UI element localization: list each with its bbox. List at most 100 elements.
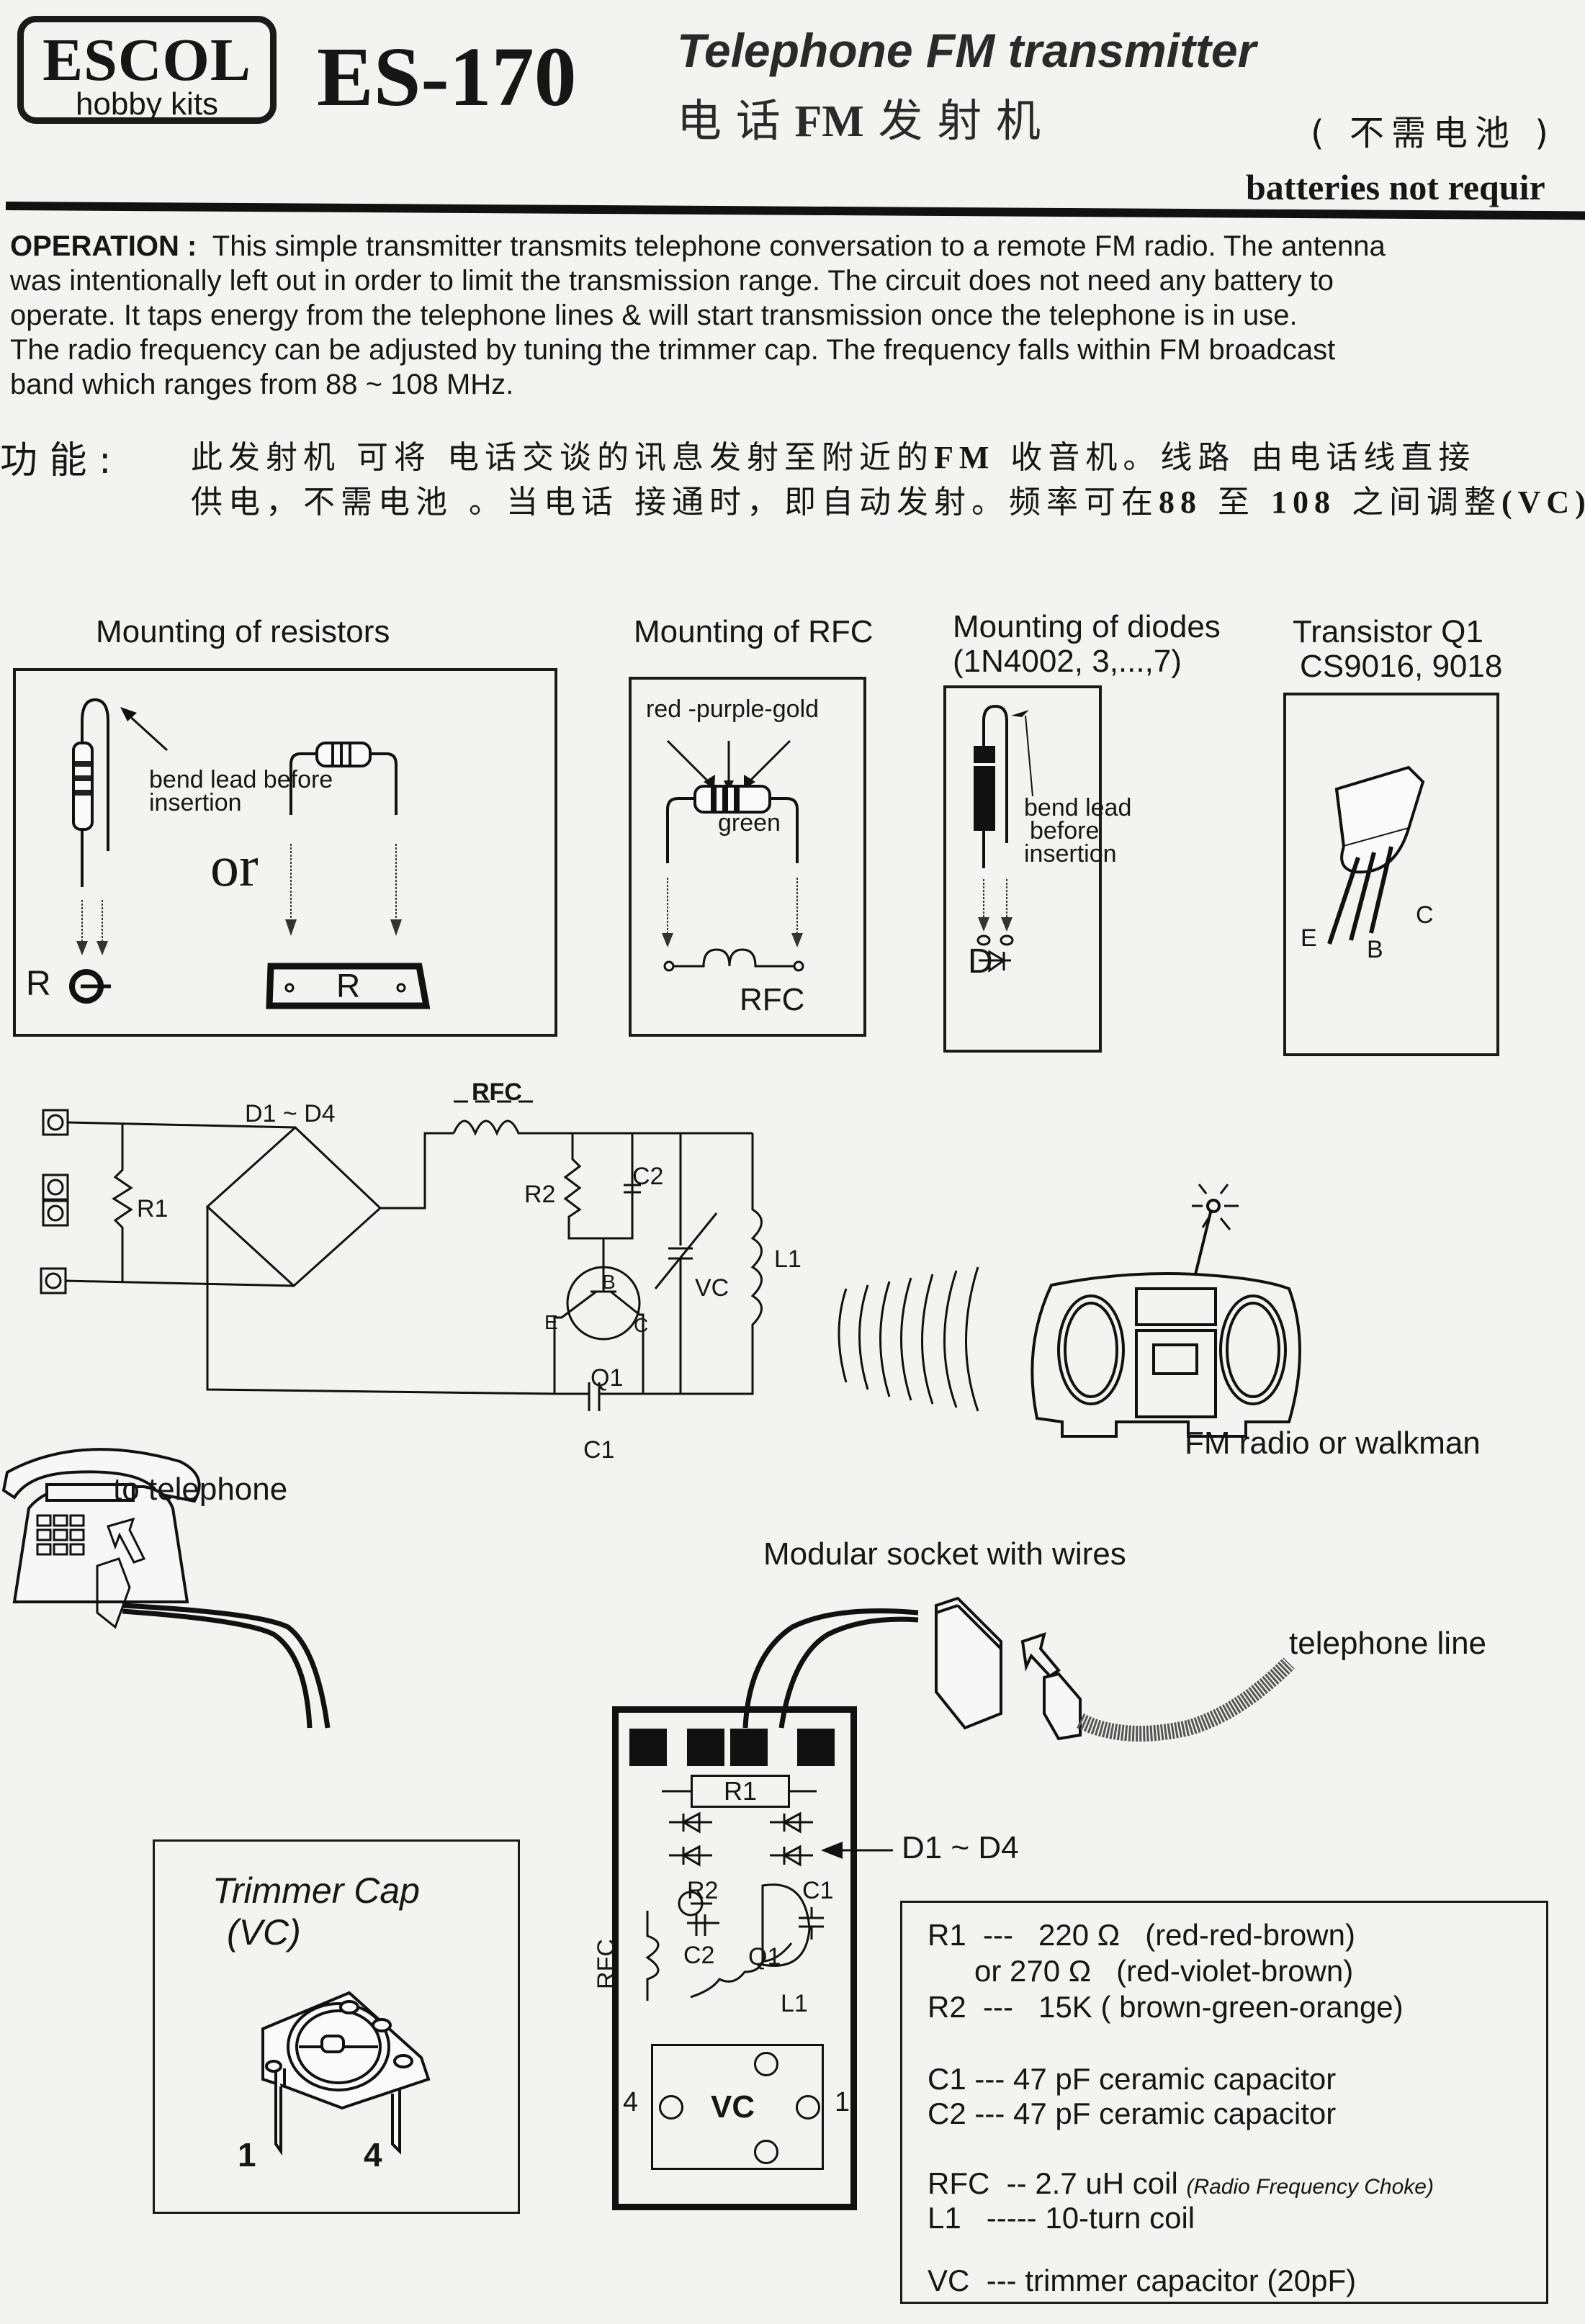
arrow-left-icon: [821, 1842, 893, 1859]
part-sep: ---: [983, 1990, 1014, 2024]
pcb-hole: [754, 2140, 778, 2164]
part-desc: capacitor (20pF): [1136, 2264, 1357, 2297]
c2-capacitor: [624, 1184, 641, 1194]
bend-note-line: insertion: [1024, 840, 1117, 868]
transistor-drawing: [1327, 765, 1425, 945]
boombox-icon: [1031, 1199, 1301, 1438]
text: 此发射机 可将 电话交谈的讯息发射至附近的: [191, 439, 934, 476]
rfc-body: [693, 785, 771, 814]
telephone-line-label: telephone line: [1289, 1626, 1487, 1661]
parts-row: C2 --- 47 pF ceramic capacitor: [928, 2096, 1336, 2132]
rfc-heading: Mounting of RFC: [634, 614, 874, 649]
q1-transistor: [566, 1266, 641, 1341]
part-desc: ceramic capacitor: [1099, 2096, 1337, 2130]
part-value: 47 pF: [1013, 2062, 1091, 2096]
text: 之间调整: [1335, 484, 1501, 521]
operation-description: OPERATION : This simple transmitter tran…: [10, 229, 1585, 402]
part-value: or 270 Ω: [974, 1954, 1092, 1988]
trimmer-cap-subtitle: (VC): [227, 1912, 301, 1953]
modular-socket-label: Modular socket with wires: [763, 1536, 1126, 1572]
pcb-vc: VC: [711, 2089, 755, 2125]
fm-radio-illustration: [838, 1184, 1301, 1438]
operation-line: operate. It taps energy from the telepho…: [10, 299, 1298, 331]
parts-row: VC --- trimmer capacitor (20pF): [928, 2263, 1356, 2299]
schematic-c2: C2: [632, 1163, 664, 1190]
text-fm: FM: [933, 440, 995, 475]
diodes-subheading: (1N4002, 3,...,7): [953, 644, 1182, 679]
schematic-r2: R2: [524, 1181, 556, 1208]
bend-lead-note-2: insertion: [149, 789, 242, 816]
rfc-label: RFC: [740, 982, 805, 1017]
pcb-c2: C2: [683, 1942, 715, 1969]
part-value: trimmer: [1025, 2264, 1128, 2297]
part-desc: coil: [1132, 2166, 1178, 2200]
part-ref: RFC: [928, 2166, 990, 2200]
schematic-q1: Q1: [591, 1364, 624, 1392]
resistor-symbol-label: R: [26, 965, 51, 1003]
pcb-rfc: RFC: [592, 1939, 620, 1989]
pcb-rfc-coil: [645, 1911, 660, 2001]
part-ref: C2: [928, 2096, 966, 2130]
parts-row: RFC -- 2.7 uH coil (Radio Frequency Chok…: [928, 2166, 1434, 2205]
schematic-l1: L1: [774, 1246, 802, 1273]
diodes-panel: bend lead before insertion D: [943, 685, 1131, 1053]
schematic-vc: VC: [695, 1274, 729, 1302]
diode-mounting-drawing: [974, 704, 1033, 973]
part-ref: R2: [928, 1990, 966, 2024]
page-title-chinese: 电 话 FM 发 射 机: [677, 92, 1041, 150]
no-battery-note-chinese: ( 不需电池 ): [1311, 113, 1555, 153]
function-description-chinese: 此发射机 可将 电话交谈的讯息发射至附近的FM 收音机。线路 由电话线直接 供电…: [191, 436, 1585, 525]
escol-logo: ESCOL hobby kits: [17, 16, 277, 124]
schematic-r1: R1: [137, 1195, 169, 1222]
text: 收音机。线路 由电话线直接: [994, 439, 1476, 476]
inductor-symbol: [673, 948, 794, 968]
part-desc: ( brown-green-orange): [1100, 1990, 1404, 2024]
diode-symbol: [979, 950, 1011, 973]
pcb-pad: [730, 1729, 768, 1766]
arrow-icon: [1020, 1631, 1061, 1678]
rfc-body-color: green: [718, 809, 781, 837]
schematic-rfc: RFC: [472, 1078, 522, 1106]
schematic-base: B: [602, 1271, 616, 1293]
part-desc: coil: [1149, 2201, 1195, 2235]
wiring-illustration: [122, 1596, 1295, 1742]
telephone-cable: [1077, 1657, 1295, 1742]
pcb-pad: [687, 1729, 724, 1766]
resistors-heading: Mounting of resistors: [96, 614, 390, 649]
resistor-mounting-drawing: [69, 698, 431, 1009]
pcb-hole: [659, 2095, 683, 2120]
part-note: (Radio Frequency Choke): [1186, 2175, 1434, 2199]
text-vc: (VC).: [1501, 485, 1585, 520]
pcb-vc-footprint: VC: [651, 2044, 824, 2170]
terminal: [42, 1199, 69, 1227]
rfc-band-colors: red -purple-gold: [646, 695, 820, 723]
pin-b: B: [1367, 936, 1383, 963]
text: 供电，不需电池 。当电话 接通时，即自动发射。频率可在: [191, 484, 1159, 521]
rfc-coil: [452, 1120, 569, 1136]
parts-row: L1 ----- 10-turn coil: [928, 2200, 1195, 2236]
title-cn-prefix: 电 话: [677, 94, 781, 147]
part-value: 10-turn: [1045, 2201, 1141, 2235]
trimmer-pin-1: 1: [238, 2136, 256, 2174]
brand-name: ESCOL: [42, 27, 251, 94]
pcb-components: [645, 1790, 824, 2001]
part-ref: R1: [928, 1918, 966, 1952]
trimmer-cap-drawing: [261, 1991, 431, 2156]
diode-label: D: [968, 942, 993, 981]
pcb-pad: [797, 1729, 835, 1766]
part-value: 220 Ω: [1038, 1918, 1121, 1952]
no-battery-note: batteries not requir: [1246, 167, 1545, 207]
pcb-layout: R1 R2 C1 C2 Q1 L1 RFC VC 4 1: [593, 1706, 857, 2210]
part-ref: VC: [928, 2264, 970, 2297]
title-cn-fm: FM: [794, 97, 864, 146]
part-value: 47 pF: [1013, 2096, 1091, 2130]
resistors-panel: bend lead before insertion or R R: [13, 668, 557, 1037]
part-ref: L1: [928, 2201, 961, 2235]
part-desc: (red-violet-brown): [1116, 1954, 1354, 1988]
phone-plug-icon: [1043, 1672, 1082, 1741]
operation-text: This simple transmitter transmits teleph…: [212, 230, 1386, 262]
part-sep: ---: [986, 2264, 1017, 2297]
vc-trimmer: [668, 1133, 693, 1394]
function-line-2: 供电，不需电池 。当电话 接通时，即自动发射。频率可在88 至 108 之间调整…: [191, 480, 1585, 525]
page-title: Telephone FM transmitter: [677, 24, 1257, 77]
